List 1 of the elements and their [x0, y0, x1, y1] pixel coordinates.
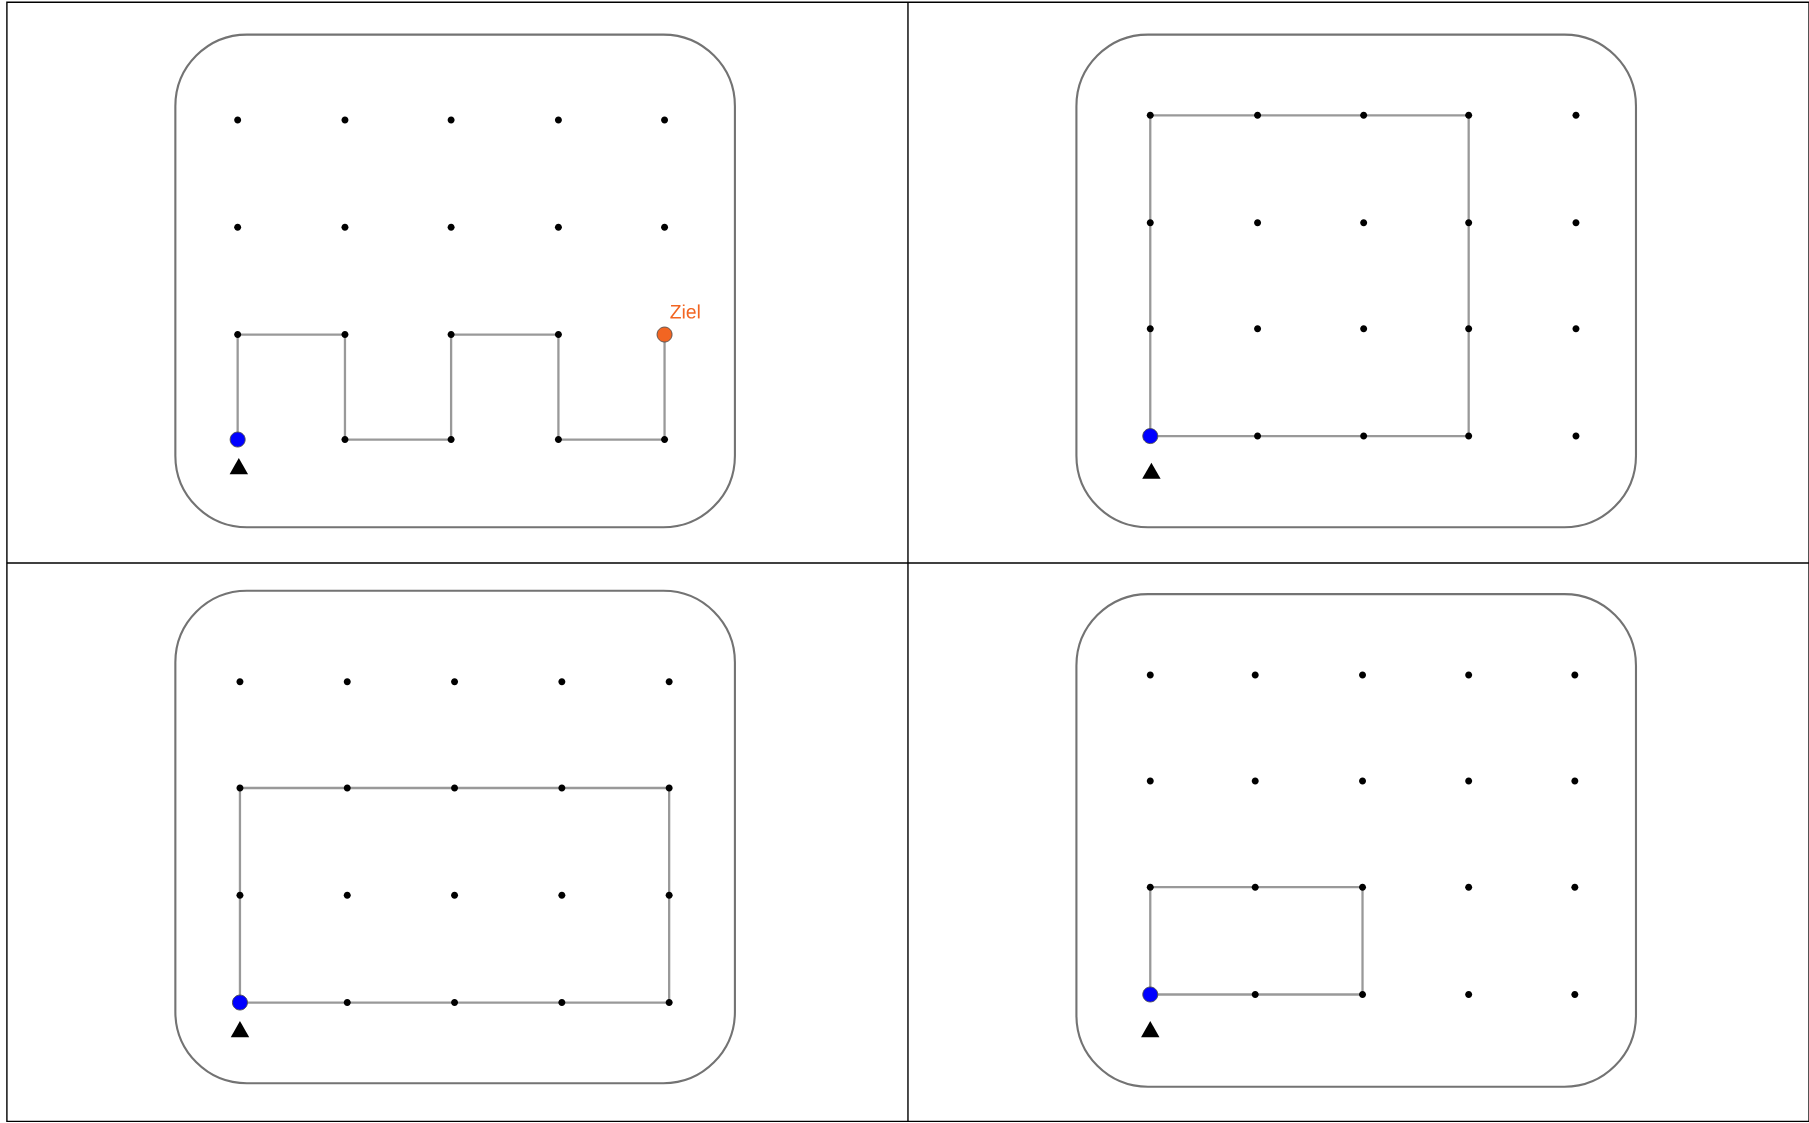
goal-label: Ziel — [670, 304, 700, 319]
